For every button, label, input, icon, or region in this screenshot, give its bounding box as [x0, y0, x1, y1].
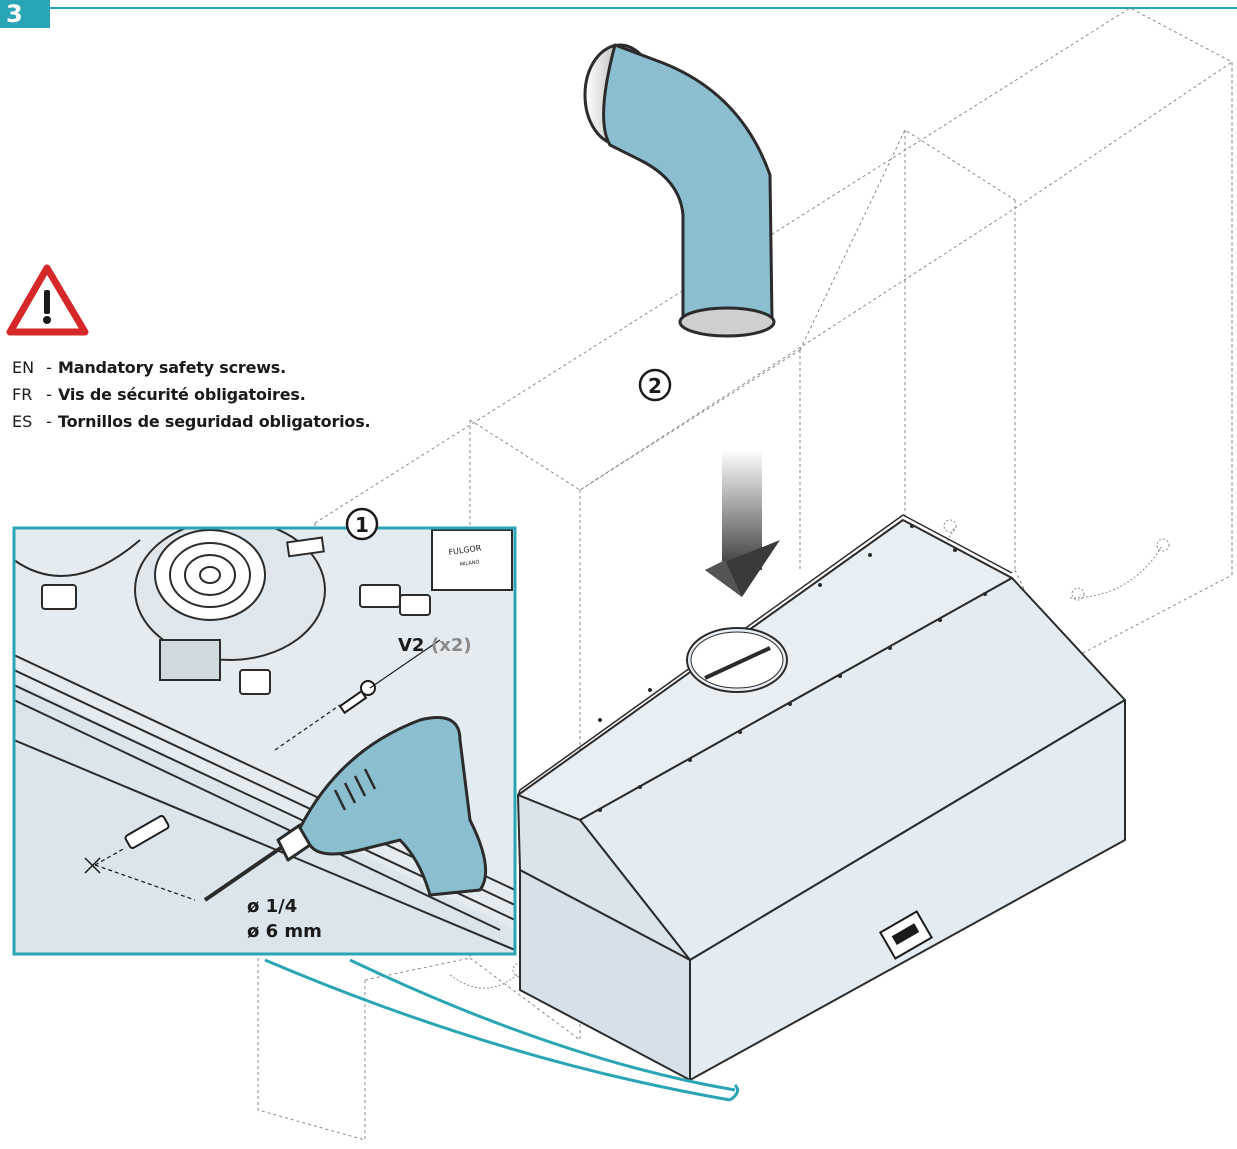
down-arrow-icon [705, 450, 780, 597]
brand-plate-subtext: MILANO [459, 559, 479, 568]
screw-label: V2 [398, 635, 424, 656]
drill-size-inch: ø 1/4 [247, 896, 297, 917]
warning-line-fr: FR-Vis de sécurité obligatoires. [12, 381, 370, 408]
duct-outlet [686, 627, 788, 693]
elbow-duct [583, 43, 776, 338]
screw-icon [338, 680, 376, 715]
svg-text:2: 2 [648, 374, 662, 398]
wall-anchor-icon [124, 815, 170, 849]
range-hood [517, 514, 1126, 1081]
detail-inset: V2 (x2) ø 1/4 ø 6 mm FULGOR MILANO [12, 526, 517, 956]
step-number-badge: 3 [0, 0, 50, 28]
drill-icon [203, 716, 488, 902]
warning-message: Mandatory safety screws. [58, 358, 287, 377]
language-code: FR [12, 385, 33, 404]
hood-logo-plate [878, 910, 934, 960]
svg-text:1: 1 [355, 513, 369, 537]
drill-point-icon [84, 857, 101, 874]
safety-warning-text: EN-Mandatory safety screws. FR-Vis de sé… [12, 354, 371, 435]
warning-line-en: EN-Mandatory safety screws. [12, 354, 370, 381]
screw-qty: (x2) [431, 635, 472, 656]
language-code: ES [12, 412, 33, 431]
language-code: EN [12, 358, 35, 377]
detail-connector [264, 958, 740, 1102]
separator: - [46, 358, 52, 377]
callout-step-2: 2 [638, 368, 672, 402]
separator: - [46, 385, 52, 404]
callout-step-1: 1 [345, 507, 379, 541]
hood-rivets [598, 524, 987, 812]
warning-triangle-icon [6, 264, 89, 336]
warning-message: Tornillos de seguridad obligatorios. [58, 412, 371, 431]
warning-line-es: ES-Tornillos de seguridad obligatorios. [12, 408, 371, 435]
drill-size-mm: ø 6 mm [247, 921, 322, 942]
warning-message: Vis de sécurité obligatoires. [58, 385, 306, 404]
separator: - [46, 412, 52, 431]
